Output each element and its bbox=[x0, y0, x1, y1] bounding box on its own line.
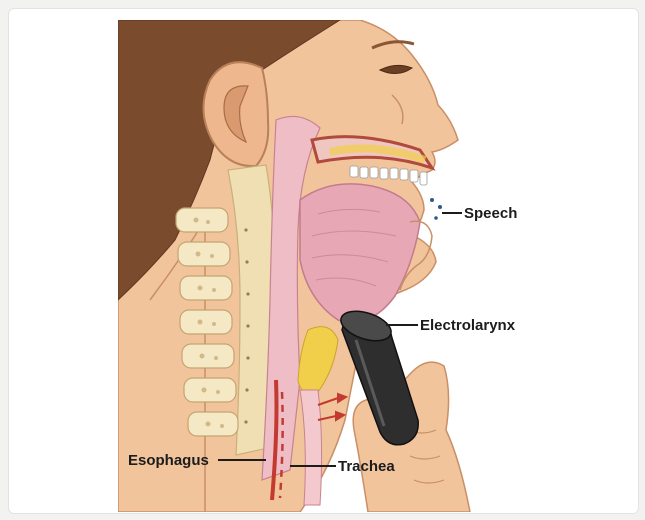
esophagus-label: Esophagus bbox=[128, 452, 209, 469]
trachea-label: Trachea bbox=[338, 458, 395, 475]
speech-label: Speech bbox=[464, 205, 517, 222]
electrolarynx-label: Electrolarynx bbox=[420, 317, 516, 334]
anatomy-illustration bbox=[118, 20, 528, 512]
